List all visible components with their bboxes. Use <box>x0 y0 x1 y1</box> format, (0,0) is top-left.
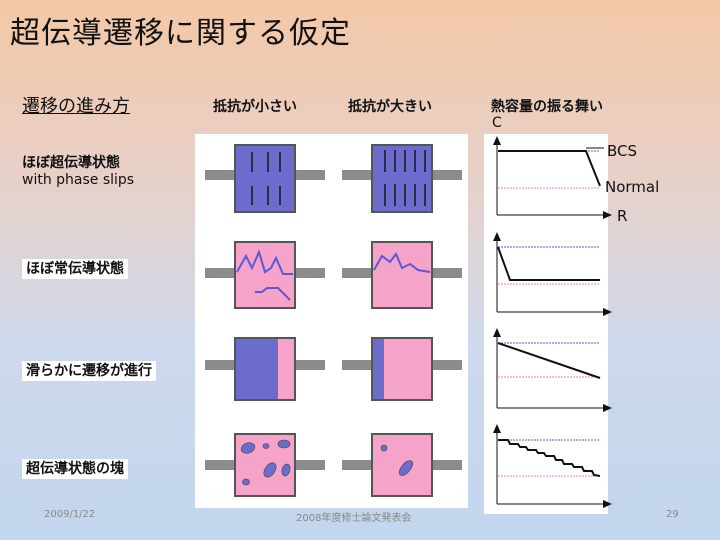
y-axis-arrow <box>493 328 501 337</box>
legend-normal: Normal <box>605 178 660 196</box>
x-axis-arrow <box>603 404 612 412</box>
lead-right <box>295 268 325 278</box>
footer-date: 2009/1/22 <box>44 509 96 520</box>
slide-title: 超伝導遷移に関する仮定 <box>10 16 351 51</box>
x-axis-arrow <box>603 211 612 219</box>
lead-left <box>342 460 372 470</box>
lead-right <box>295 360 325 370</box>
phase-slip-arrows-many <box>384 150 426 206</box>
sample-low-r <box>234 144 296 213</box>
hc-plot-2 <box>493 232 612 316</box>
heat-capacity-plots <box>493 136 612 508</box>
row-sc-clumps <box>205 433 462 497</box>
row-mostly-sc <box>205 144 462 213</box>
lead-left <box>205 360 235 370</box>
hc-curve <box>498 150 601 187</box>
state-label-smooth: 滑らかに遷移が進行 <box>22 360 156 381</box>
sample-high-r <box>371 241 433 309</box>
hc-plot-1 <box>493 136 612 219</box>
sc-region <box>373 339 384 399</box>
state-label-smooth-text: 滑らかに遷移が進行 <box>22 361 156 381</box>
x-axis-arrow <box>603 500 612 508</box>
sample-high-r <box>371 144 433 213</box>
lead-right <box>432 460 462 470</box>
header-heat-capacity: 熱容量の振る舞い <box>491 99 603 115</box>
heat-capacity-panel <box>484 134 608 514</box>
sample-high-r <box>371 433 433 497</box>
state-label-mostly-normal: ほぼ常伝導状態 <box>22 258 128 279</box>
footer-event: 2008年度修士論文発表会 <box>296 513 412 524</box>
header-low-resistance: 抵抗が小さい <box>213 99 297 115</box>
sc-clumps <box>380 444 414 476</box>
footer-page-number: 29 <box>666 509 679 520</box>
lead-left <box>205 460 235 470</box>
lead-left <box>205 170 235 180</box>
y-axis-arrow <box>493 424 501 433</box>
lead-left <box>205 268 235 278</box>
header-progress: 遷移の進み方 <box>22 96 130 117</box>
sc-path <box>236 249 293 275</box>
y-axis-arrow <box>493 232 501 241</box>
lead-right <box>295 460 325 470</box>
state-label-mostly-sc-text: ほぼ超伝導状態 <box>22 155 120 171</box>
lead-right <box>295 170 325 180</box>
row-smooth <box>205 337 462 401</box>
phase-slip-arrows-few <box>251 152 281 205</box>
state-label-sc-clumps-text: 超伝導状態の塊 <box>22 459 128 479</box>
sc-path <box>255 287 291 301</box>
sc-clumps <box>240 439 291 486</box>
legend-bcs: BCS <box>607 142 638 160</box>
x-axis-arrow <box>603 308 612 316</box>
y-axis-arrow <box>493 136 501 145</box>
lead-left <box>342 268 372 278</box>
state-label-mostly-normal-text: ほぼ常伝導状態 <box>22 259 128 279</box>
lead-left <box>342 360 372 370</box>
axis-label-c: C <box>492 115 502 131</box>
lead-left <box>342 170 372 180</box>
row-mostly-normal <box>205 241 462 309</box>
hc-curve <box>498 439 601 477</box>
sc-region <box>236 339 278 399</box>
state-label-mostly-sc: ほぼ超伝導状態 with phase slips <box>22 152 134 188</box>
hc-plot-4 <box>493 424 612 508</box>
lead-right <box>432 360 462 370</box>
state-label-sc-clumps: 超伝導状態の塊 <box>22 458 128 479</box>
hc-curve <box>497 246 600 281</box>
hc-plot-3 <box>493 328 612 412</box>
axis-label-r: R <box>617 207 628 225</box>
lead-right <box>432 268 462 278</box>
header-high-resistance: 抵抗が大きい <box>348 99 432 115</box>
lead-right <box>432 170 462 180</box>
state-label-mostly-sc-sub: with phase slips <box>22 172 135 188</box>
sc-path <box>373 252 431 273</box>
hc-curve <box>497 342 601 379</box>
